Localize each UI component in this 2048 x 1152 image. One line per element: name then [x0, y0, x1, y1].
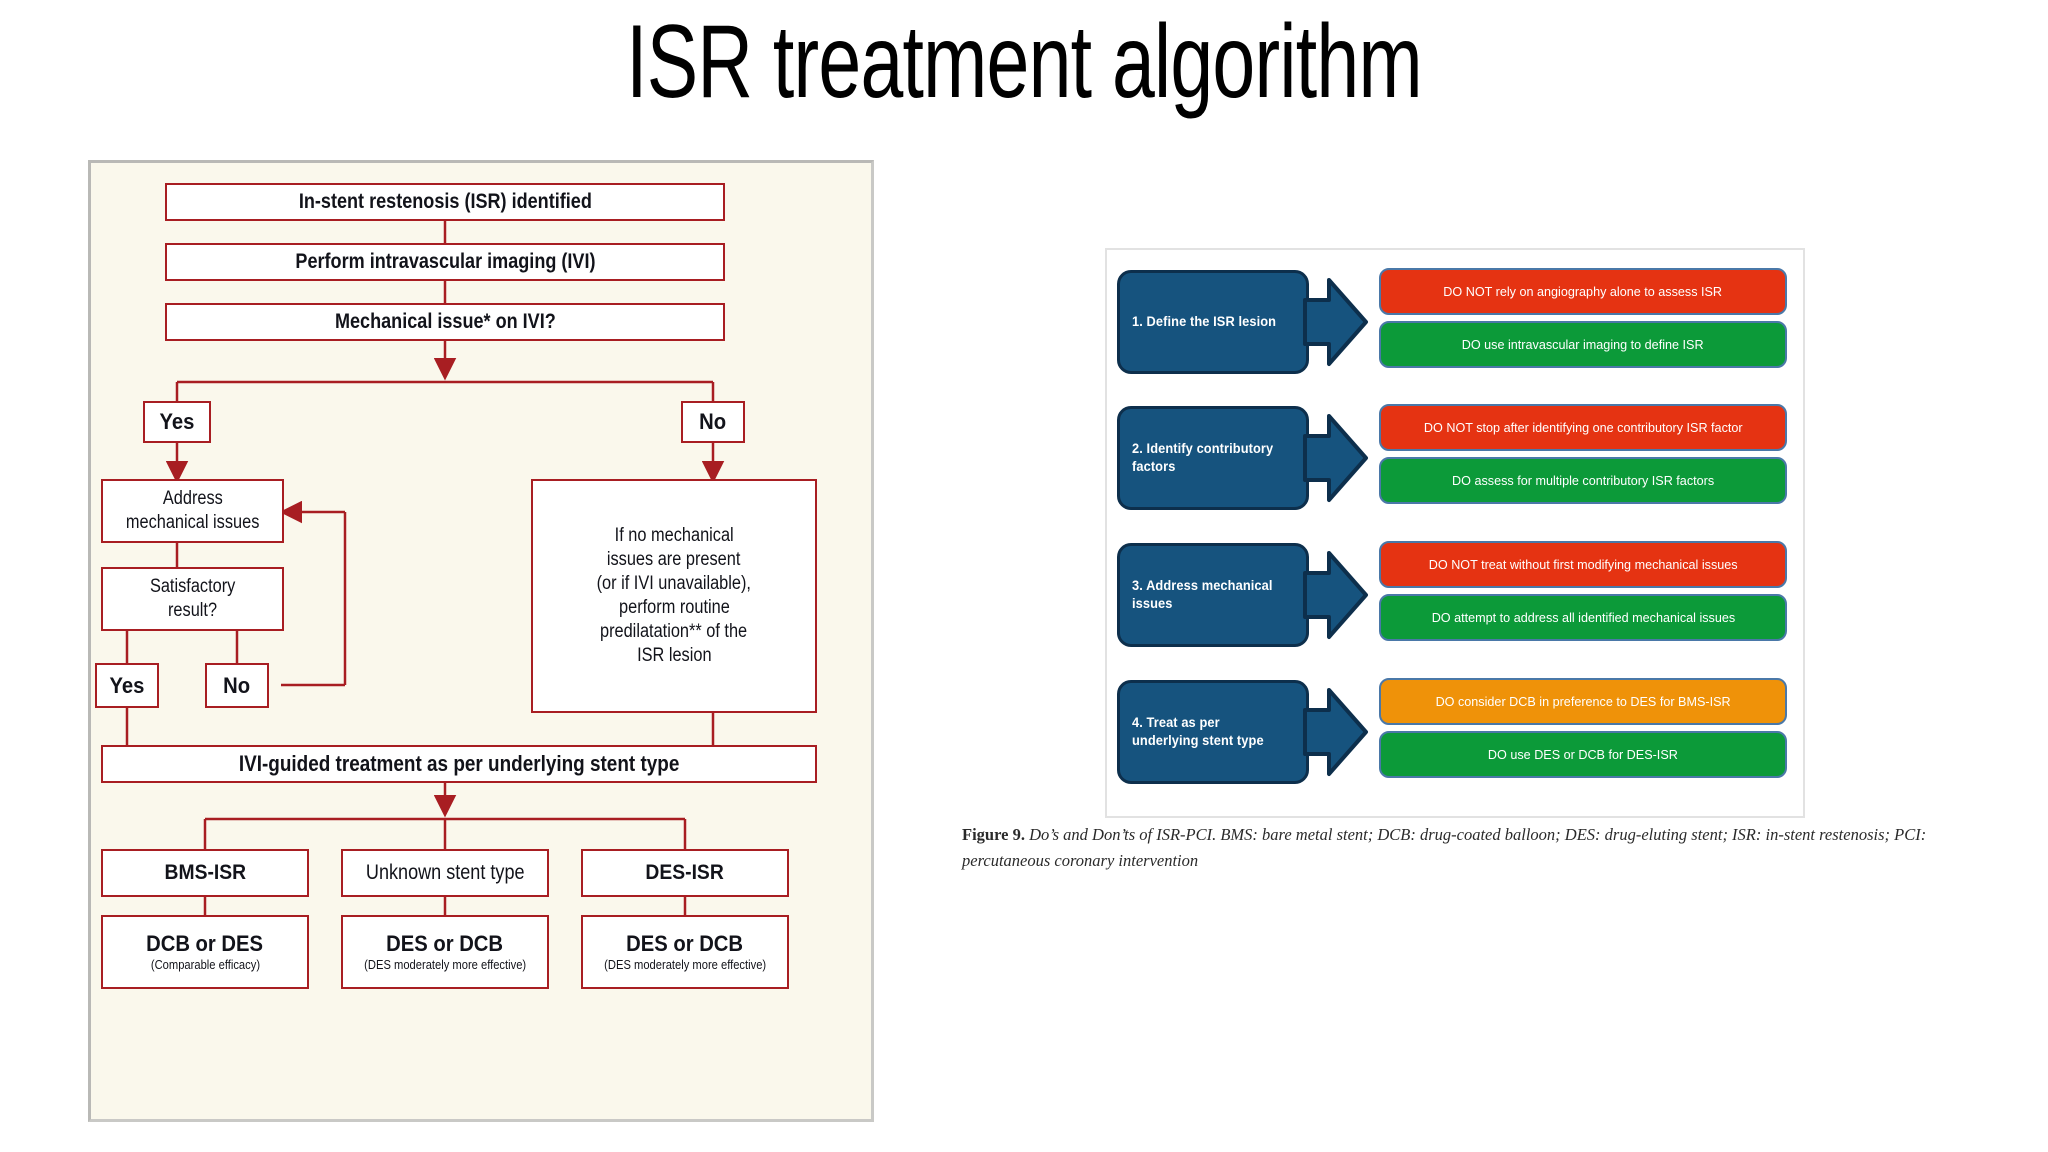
node-des-treatment: DES or DCB (DES moderately more effectiv…	[581, 915, 789, 989]
node-des-isr: DES-ISR	[581, 849, 789, 897]
arrow-right-icon	[1303, 274, 1369, 370]
do-banner: DO use intravascular imaging to define I…	[1379, 321, 1787, 368]
node-address-mechanical-issues: Address mechanical issues	[101, 479, 284, 543]
arrow-right-icon	[1303, 547, 1369, 643]
do-banner: DO use DES or DCB for DES-ISR	[1379, 731, 1787, 778]
node-unknown-stent-type: Unknown stent type	[341, 849, 549, 897]
arrow-right-icon	[1303, 684, 1369, 780]
isr-treatment-flowchart: In-stent restenosis (ISR) identified Per…	[88, 160, 874, 1122]
dont-banner: DO NOT stop after identifying one contri…	[1379, 404, 1787, 451]
node-bms-treatment: DCB or DES (Comparable efficacy)	[101, 915, 309, 989]
dont-banner: DO NOT rely on angiography alone to asse…	[1379, 268, 1787, 315]
node-unknown-treatment: DES or DCB (DES moderately more effectiv…	[341, 915, 549, 989]
figure-row: 3. Address mechanical issues DO NOT trea…	[1107, 535, 1807, 655]
node-satisfactory-no: No	[205, 663, 269, 708]
node-branch-yes: Yes	[143, 401, 211, 443]
step-box: 3. Address mechanical issues	[1117, 543, 1309, 647]
node-perform-ivi: Perform intravascular imaging (IVI)	[165, 243, 725, 281]
node-ivi-guided-treatment: IVI-guided treatment as per underlying s…	[101, 745, 817, 783]
node-satisfactory-yes: Yes	[95, 663, 159, 708]
node-no-mechanical-issues-path: If no mechanical issues are present (or …	[531, 479, 817, 713]
figure-row: 1. Define the ISR lesion DO NOT rely on …	[1107, 262, 1807, 382]
node-satisfactory-result: Satisfactory result?	[101, 567, 284, 631]
node-mechanical-issue: Mechanical issue* on IVI?	[165, 303, 725, 341]
node-isr-identified: In-stent restenosis (ISR) identified	[165, 183, 725, 221]
node-bms-isr: BMS-ISR	[101, 849, 309, 897]
page-title: ISR treatment algorithm	[626, 4, 1422, 120]
step-box: 1. Define the ISR lesion	[1117, 270, 1309, 374]
figure-row: 4. Treat as per underlying stent type DO…	[1107, 672, 1807, 792]
figure-caption: Figure 9. Do’s and Don’ts of ISR-PCI. BM…	[962, 822, 1942, 873]
flowchart-canvas: In-stent restenosis (ISR) identified Per…	[91, 163, 871, 1119]
figure-number: Figure 9.	[962, 825, 1025, 844]
dont-banner: DO NOT treat without first modifying mec…	[1379, 541, 1787, 588]
caption-body: Do’s and Don’ts of ISR-PCI. BMS: bare me…	[962, 825, 1927, 870]
arrow-right-icon	[1303, 410, 1369, 506]
figure-row: 2. Identify contributory factors DO NOT …	[1107, 398, 1807, 518]
step-box: 2. Identify contributory factors	[1117, 406, 1309, 510]
dont-banner: DO consider DCB in preference to DES for…	[1379, 678, 1787, 725]
dos-and-donts-figure: 1. Define the ISR lesion DO NOT rely on …	[1105, 248, 1805, 818]
node-branch-no: No	[681, 401, 745, 443]
do-banner: DO assess for multiple contributory ISR …	[1379, 457, 1787, 504]
do-banner: DO attempt to address all identified mec…	[1379, 594, 1787, 641]
step-box: 4. Treat as per underlying stent type	[1117, 680, 1309, 784]
